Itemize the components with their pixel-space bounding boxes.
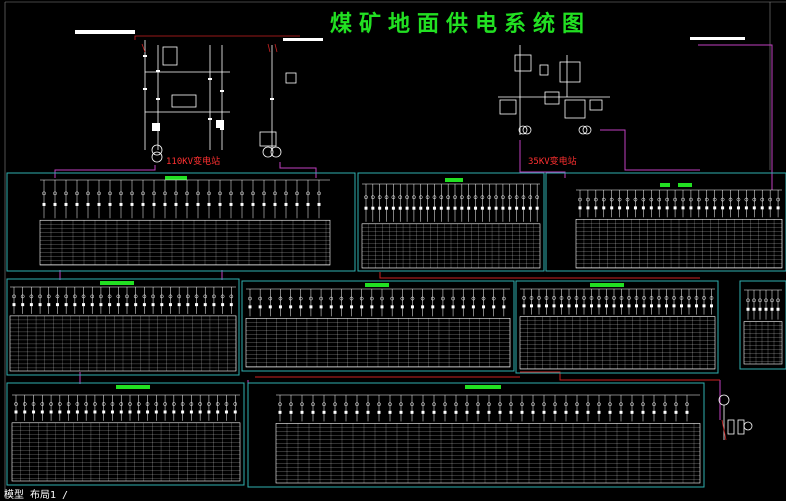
top-bars: [75, 30, 745, 41]
model-layout-tabs[interactable]: 模型 布局1 /: [4, 490, 69, 501]
busbar-red-lines: [255, 272, 720, 381]
feeder-wiring: [54, 44, 773, 420]
switchgear-panels[interactable]: [6, 172, 786, 488]
drawing-title: 煤矿地面供电系统图: [330, 11, 592, 37]
transformer-symbol: [718, 394, 753, 441]
substation-35kv-label: 35KV变电站: [528, 157, 577, 167]
drawing-frame: [4, 1, 786, 498]
substation-35kv[interactable]: [498, 45, 610, 135]
substation-110kv-symbols: [143, 55, 274, 131]
substation-110kv-label: 110KV变电站: [166, 157, 221, 167]
panel-nameplates: [100, 176, 692, 389]
one-line-details: [9, 179, 783, 484]
